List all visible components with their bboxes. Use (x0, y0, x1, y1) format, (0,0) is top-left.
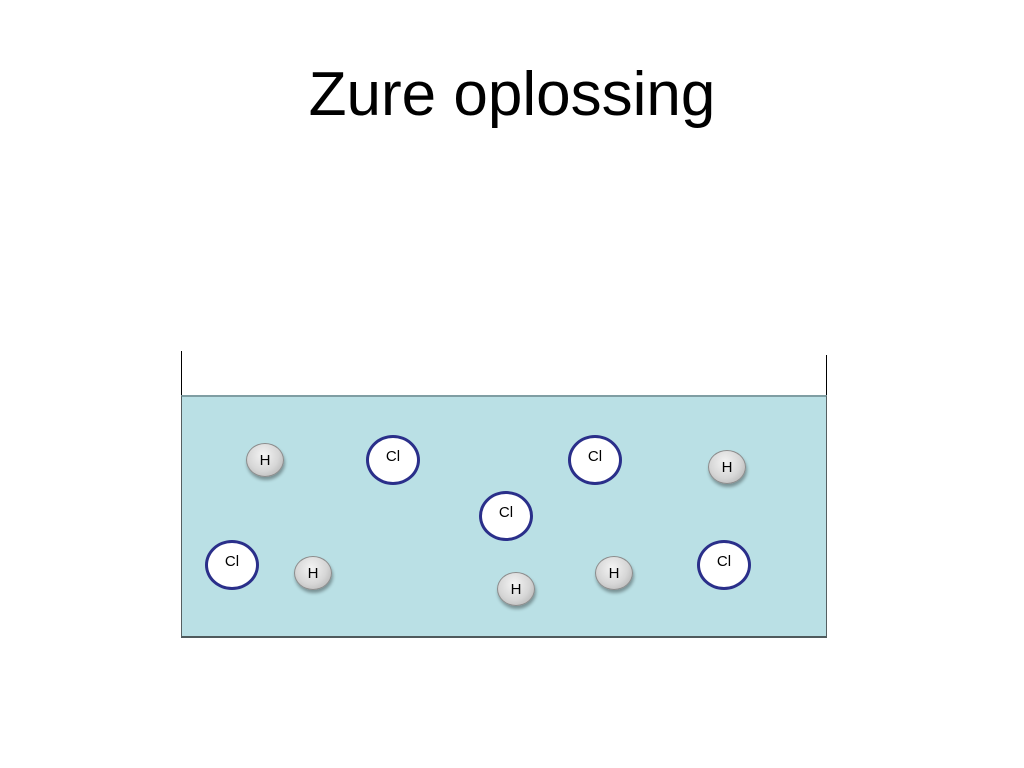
chloride-ion: Cl (479, 491, 533, 541)
hydrogen-ion: H (246, 443, 284, 477)
hydrogen-ion: H (595, 556, 633, 590)
hydrogen-ion: H (708, 450, 746, 484)
chloride-ion: Cl (366, 435, 420, 485)
slide-title: Zure oplossing (308, 60, 716, 129)
chloride-ion: Cl (205, 540, 259, 590)
chloride-ion: Cl (568, 435, 622, 485)
hydrogen-ion: H (497, 572, 535, 606)
chloride-ion: Cl (697, 540, 751, 590)
hydrogen-ion: H (294, 556, 332, 590)
